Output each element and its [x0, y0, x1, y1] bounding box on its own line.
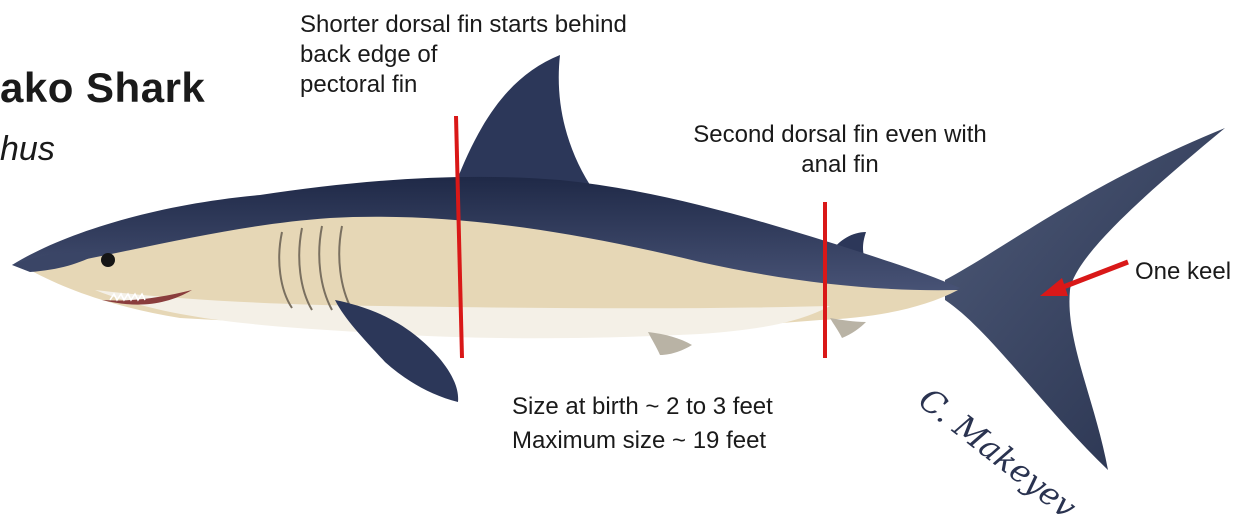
- maximum-size: Maximum size ~ 19 feet: [512, 424, 773, 458]
- pelvic-fin: [648, 332, 692, 355]
- dorsal-fin-label-line-3: pectoral fin: [300, 70, 627, 100]
- page-title: ako Shark: [0, 64, 205, 112]
- dorsal-fin-label: Shorter dorsal fin starts behind back ed…: [300, 10, 627, 100]
- size-at-birth: Size at birth ~ 2 to 3 feet: [512, 390, 773, 424]
- scientific-name: hus: [0, 130, 55, 169]
- second-dorsal-label-line-1: Second dorsal fin even with: [640, 120, 1040, 150]
- second-dorsal-label-line-2: anal fin: [640, 150, 1040, 180]
- keel-label: One keel: [1135, 257, 1231, 287]
- anal-fin: [830, 318, 866, 338]
- size-info: Size at birth ~ 2 to 3 feet Maximum size…: [512, 390, 773, 457]
- dorsal-fin-label-line-1: Shorter dorsal fin starts behind: [300, 11, 627, 38]
- dorsal-fin-label-line-2: back edge of: [300, 40, 627, 70]
- eye: [101, 253, 115, 267]
- second-dorsal-label: Second dorsal fin even with anal fin: [640, 120, 1040, 180]
